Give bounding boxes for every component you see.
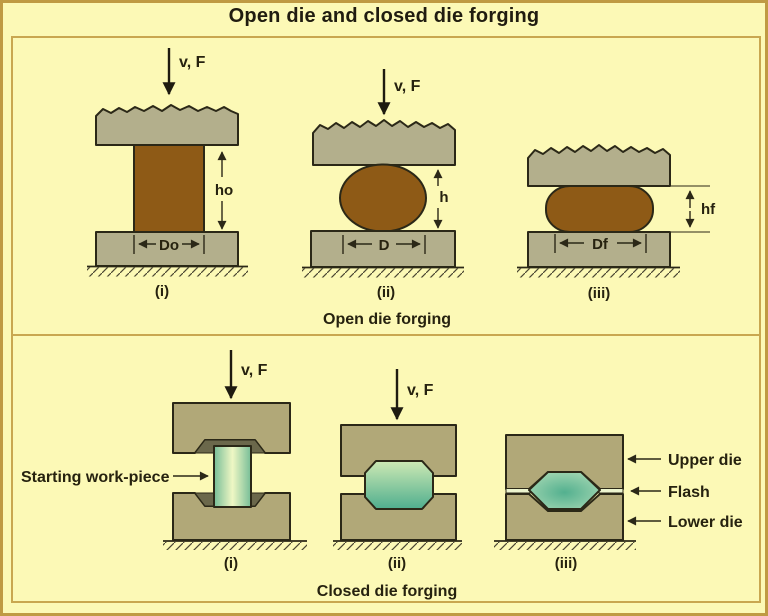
width-dimension-df: Df: [554, 234, 647, 253]
closed-die-stage-ii: v, F (ii): [333, 369, 462, 572]
annotation-label: Lower die: [668, 514, 743, 531]
workpiece-billet: [213, 445, 252, 508]
open-die-caption: Open die forging: [323, 311, 451, 328]
ground-hatch: [87, 267, 248, 277]
stage-label: (iii): [555, 555, 578, 572]
stage-label: (i): [224, 555, 238, 572]
closed-die-panel: [11, 334, 761, 603]
forging-diagram: v, F ho Do (i) v, F: [21, 48, 743, 600]
force-label: v, F: [241, 362, 268, 379]
closed-die-caption: Closed die forging: [317, 583, 457, 600]
width-dimension-d: D: [342, 235, 426, 254]
open-die-stage-i: v, F ho Do (i): [87, 48, 248, 300]
height-label: hf: [701, 201, 716, 218]
annotation-lower-die: Lower die: [627, 514, 743, 531]
height-label: ho: [215, 182, 233, 199]
stage-label: (i): [155, 283, 169, 300]
closed-die-stage-i: v, F (i) Starting work-piece: [21, 350, 307, 572]
upper-die: [527, 144, 671, 187]
width-label: Do: [159, 237, 179, 254]
annotation-label: Upper die: [668, 452, 742, 469]
workpiece-flattened: [545, 185, 654, 233]
open-die-stage-iii: hf Df (iii): [517, 144, 716, 302]
closed-die-stage-iii: (iii) Upper die Flash Lower die: [494, 434, 743, 572]
ground-hatch: [517, 268, 680, 278]
force-label: v, F: [407, 382, 434, 399]
lower-die: [505, 493, 624, 541]
annotation-upper-die: Upper die: [627, 452, 742, 469]
force-label: v, F: [179, 54, 206, 71]
flash-left: [505, 488, 531, 494]
stage-label: (iii): [588, 285, 611, 302]
upper-die: [95, 104, 239, 146]
width-label: Df: [592, 236, 609, 253]
annotation-label: Flash: [668, 484, 710, 501]
flash-right: [598, 488, 624, 494]
open-die-stage-ii: v, F h D (ii): [302, 69, 464, 301]
ground-hatch: [494, 542, 636, 550]
workpiece-cylinder: [133, 144, 205, 233]
annotation-flash: Flash: [630, 484, 710, 501]
ground-hatch: [302, 268, 464, 278]
height-dimension-h: h: [433, 169, 449, 229]
width-dimension-do: Do: [133, 235, 205, 254]
stage-label: (ii): [388, 555, 406, 572]
figure-title: Open die and closed die forging: [228, 5, 540, 27]
height-label: h: [439, 189, 448, 206]
width-label: D: [379, 237, 390, 254]
ground-hatch: [333, 542, 462, 550]
workpiece-callout-label: Starting work-piece: [21, 469, 170, 486]
height-dimension-ho: ho: [215, 151, 233, 230]
upper-die: [312, 119, 456, 166]
workpiece-barrel: [339, 163, 427, 233]
workpiece-forged: [528, 471, 601, 510]
stage-label: (ii): [377, 284, 395, 301]
lower-die: [95, 231, 239, 267]
ground-hatch: [163, 542, 307, 550]
workpiece-forming: [364, 460, 434, 510]
height-dimension-hf: hf: [671, 185, 716, 233]
workpiece-callout: Starting work-piece: [21, 469, 209, 486]
force-label: v, F: [394, 78, 421, 95]
